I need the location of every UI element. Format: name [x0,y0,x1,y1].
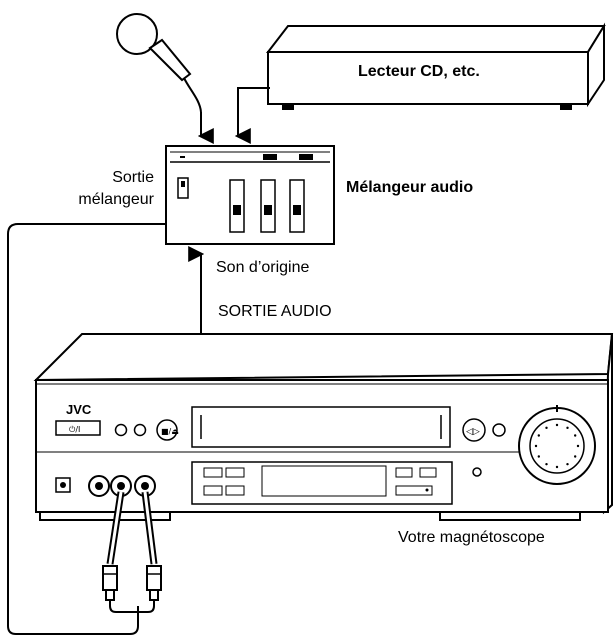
cassette-slot [191,406,451,448]
vcr-label: Votre magnétoscope [398,529,545,546]
mixer-output-label-line1: Sortie [112,169,154,186]
dial-tick [537,434,541,437]
play-icon: ◁▷ [466,427,480,437]
mixer-output-label-line2: mélangeur [78,191,154,208]
audio-mixer [165,145,335,245]
cd-player [265,22,606,110]
original-sound-label: Son d’origine [216,259,310,276]
dial-tick [537,455,541,458]
play-button[interactable] [462,418,486,442]
power-button[interactable] [55,420,101,436]
dial-tick [534,444,538,448]
vcr-button-1[interactable] [114,423,128,437]
dial-tick [555,423,559,427]
audio-out-label: SORTIE AUDIO [218,303,332,320]
rca-cables [102,491,162,613]
dial-tick [545,462,548,466]
cd-cable-arrow [234,87,270,144]
brand-logo: JVC [66,402,92,417]
svg-text:■/⏏: ■/⏏ [161,427,179,436]
dial-tick [573,455,577,458]
mixer-label: Mélangeur audio [346,179,474,196]
dial-tick [576,444,580,448]
dial-tick [545,426,548,430]
mixer-output-cable [7,223,166,635]
cd-player-label: Lecteur CD, etc. [358,63,480,80]
microphone-icon [116,13,202,113]
vcr-button-4[interactable] [472,467,482,477]
power-icon: ⏻/I [69,425,80,434]
vcr-button-3[interactable] [492,423,506,437]
eject-button[interactable] [156,419,178,441]
dial-tick [566,462,569,466]
dial-tick [566,426,569,430]
vcr-unit: JVC ⏻/I ■/⏏ ◁▷ [33,333,614,521]
vcr-display [261,465,387,497]
dial-tick [555,465,559,469]
vcr-button-2[interactable] [133,423,147,437]
dial-tick [573,434,577,437]
